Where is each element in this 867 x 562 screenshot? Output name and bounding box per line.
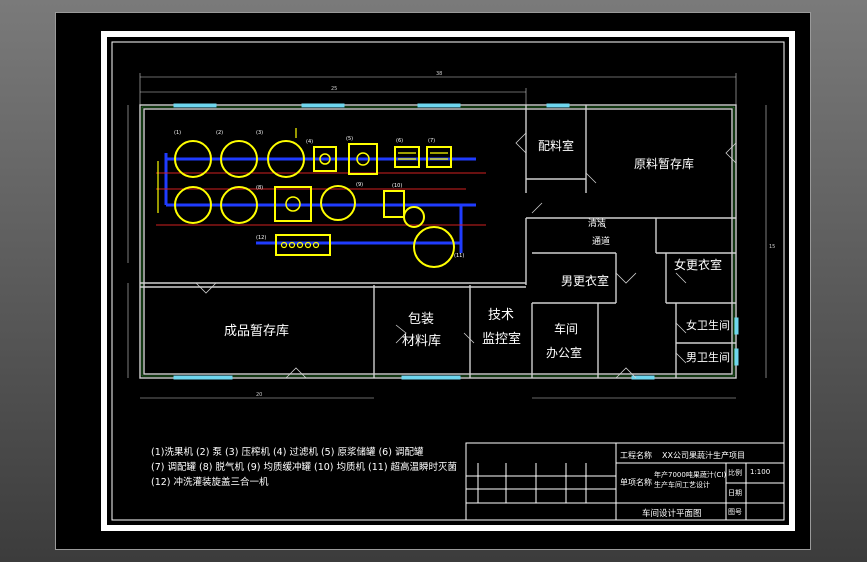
equipment-filter	[348, 143, 378, 175]
room-office-1: 车间	[554, 321, 578, 336]
dimension-upper: 25	[331, 86, 337, 92]
tb-project-label: 工程名称	[620, 451, 652, 460]
equipment-sterilizer	[413, 226, 455, 268]
room-raw-storage: 原料暂存库	[634, 156, 694, 171]
room-office-2: 办公室	[546, 345, 582, 360]
equipment-label-9: (9)	[356, 182, 363, 188]
room-male-wc: 男卫生间	[686, 350, 730, 364]
dimension-lower-left: 20	[256, 392, 262, 398]
room-packaging-2: 材料库	[402, 333, 441, 349]
equipment-group	[174, 140, 455, 268]
doors	[195, 132, 737, 379]
room-tech-1: 技术	[488, 308, 514, 323]
equipment-details	[157, 128, 448, 249]
legend-line-2: (7) 调配罐 (8) 脱气机 (9) 均质缓冲罐 (10) 均质机 (11) …	[151, 462, 458, 473]
equipment-label-6: (6)	[396, 138, 403, 144]
equipment-label-3: (3)	[256, 130, 263, 136]
equipment-storage-tank	[394, 146, 420, 168]
equipment-label-4: (4)	[306, 139, 313, 145]
floor-plan-drawing: 38 25 20 15	[101, 31, 795, 531]
equipment-tank-d	[174, 186, 212, 224]
equipment-pump	[403, 206, 425, 228]
equipment-tank-b	[220, 140, 258, 178]
legend-line-1: (1)洗果机 (2) 泵 (3) 压榨机 (4) 过滤机 (5) 原浆储罐 (6…	[151, 447, 424, 458]
room-female-wc: 女卫生间	[686, 318, 730, 332]
tb-scale-label: 比例	[728, 469, 742, 477]
room-packaging-1: 包装	[408, 312, 434, 327]
equipment-numbers: (1) (2) (3) (4) (5) (6) (7) (8) (9) (10)…	[174, 130, 464, 259]
equipment-press	[313, 146, 337, 172]
room-product-storage: 成品暂存库	[224, 323, 289, 339]
equipment-blend-tank	[426, 146, 452, 168]
equipment-label-8: (8)	[256, 185, 263, 191]
inner-frame	[111, 41, 785, 521]
tb-sheet-label: 图号	[728, 508, 742, 516]
equipment-washer-a	[174, 140, 212, 178]
dimension-overall: 38	[436, 71, 442, 77]
tb-item-label: 单项名称	[620, 478, 652, 487]
title-block	[465, 442, 785, 521]
equipment-homogenizer	[383, 190, 405, 218]
equipment-buffer-tank	[320, 185, 356, 221]
equipment-label-7: (7)	[428, 138, 435, 144]
tb-item-name-1: 年产7000吨果蔬汁(CI)	[654, 471, 727, 479]
dimension-right: 15	[769, 244, 775, 250]
tb-date-label: 日期	[728, 489, 742, 497]
room-male-locker: 男更衣室	[561, 273, 609, 288]
equipment-tank-c	[267, 140, 305, 178]
tb-scale-value: 1:100	[750, 468, 771, 476]
room-cleaning-2: 通道	[592, 235, 610, 247]
equipment-filler	[275, 234, 331, 256]
equipment-label-10: (10)	[392, 183, 402, 189]
room-female-locker: 女更衣室	[674, 257, 722, 272]
equipment-deaerator	[274, 186, 312, 222]
equipment-label-1: (1)	[174, 130, 181, 136]
equipment-label-5: (5)	[346, 136, 353, 142]
legend-line-3: (12) 冲洗灌装旋盖三合一机	[151, 477, 269, 488]
equipment-label-12: (12)	[256, 235, 266, 241]
equipment-label-2: (2)	[216, 130, 223, 136]
equipment-tank-e	[220, 186, 258, 224]
windows	[173, 103, 739, 380]
room-cleaning-1: 清洁	[588, 217, 606, 229]
room-mixing: 配料室	[538, 138, 574, 153]
tb-drawing-title: 车间设计平面图	[642, 509, 702, 519]
equipment-label-11: (11)	[454, 253, 464, 259]
room-tech-2: 监控室	[482, 331, 521, 347]
drawing-sheet: 38 25 20 15	[55, 12, 811, 550]
tb-project-name: XX公司果蔬汁生产项目	[662, 451, 745, 460]
dimension-lines	[127, 73, 767, 399]
outer-frame	[101, 31, 795, 531]
tb-item-name-2: 生产车间工艺设计	[654, 481, 710, 489]
